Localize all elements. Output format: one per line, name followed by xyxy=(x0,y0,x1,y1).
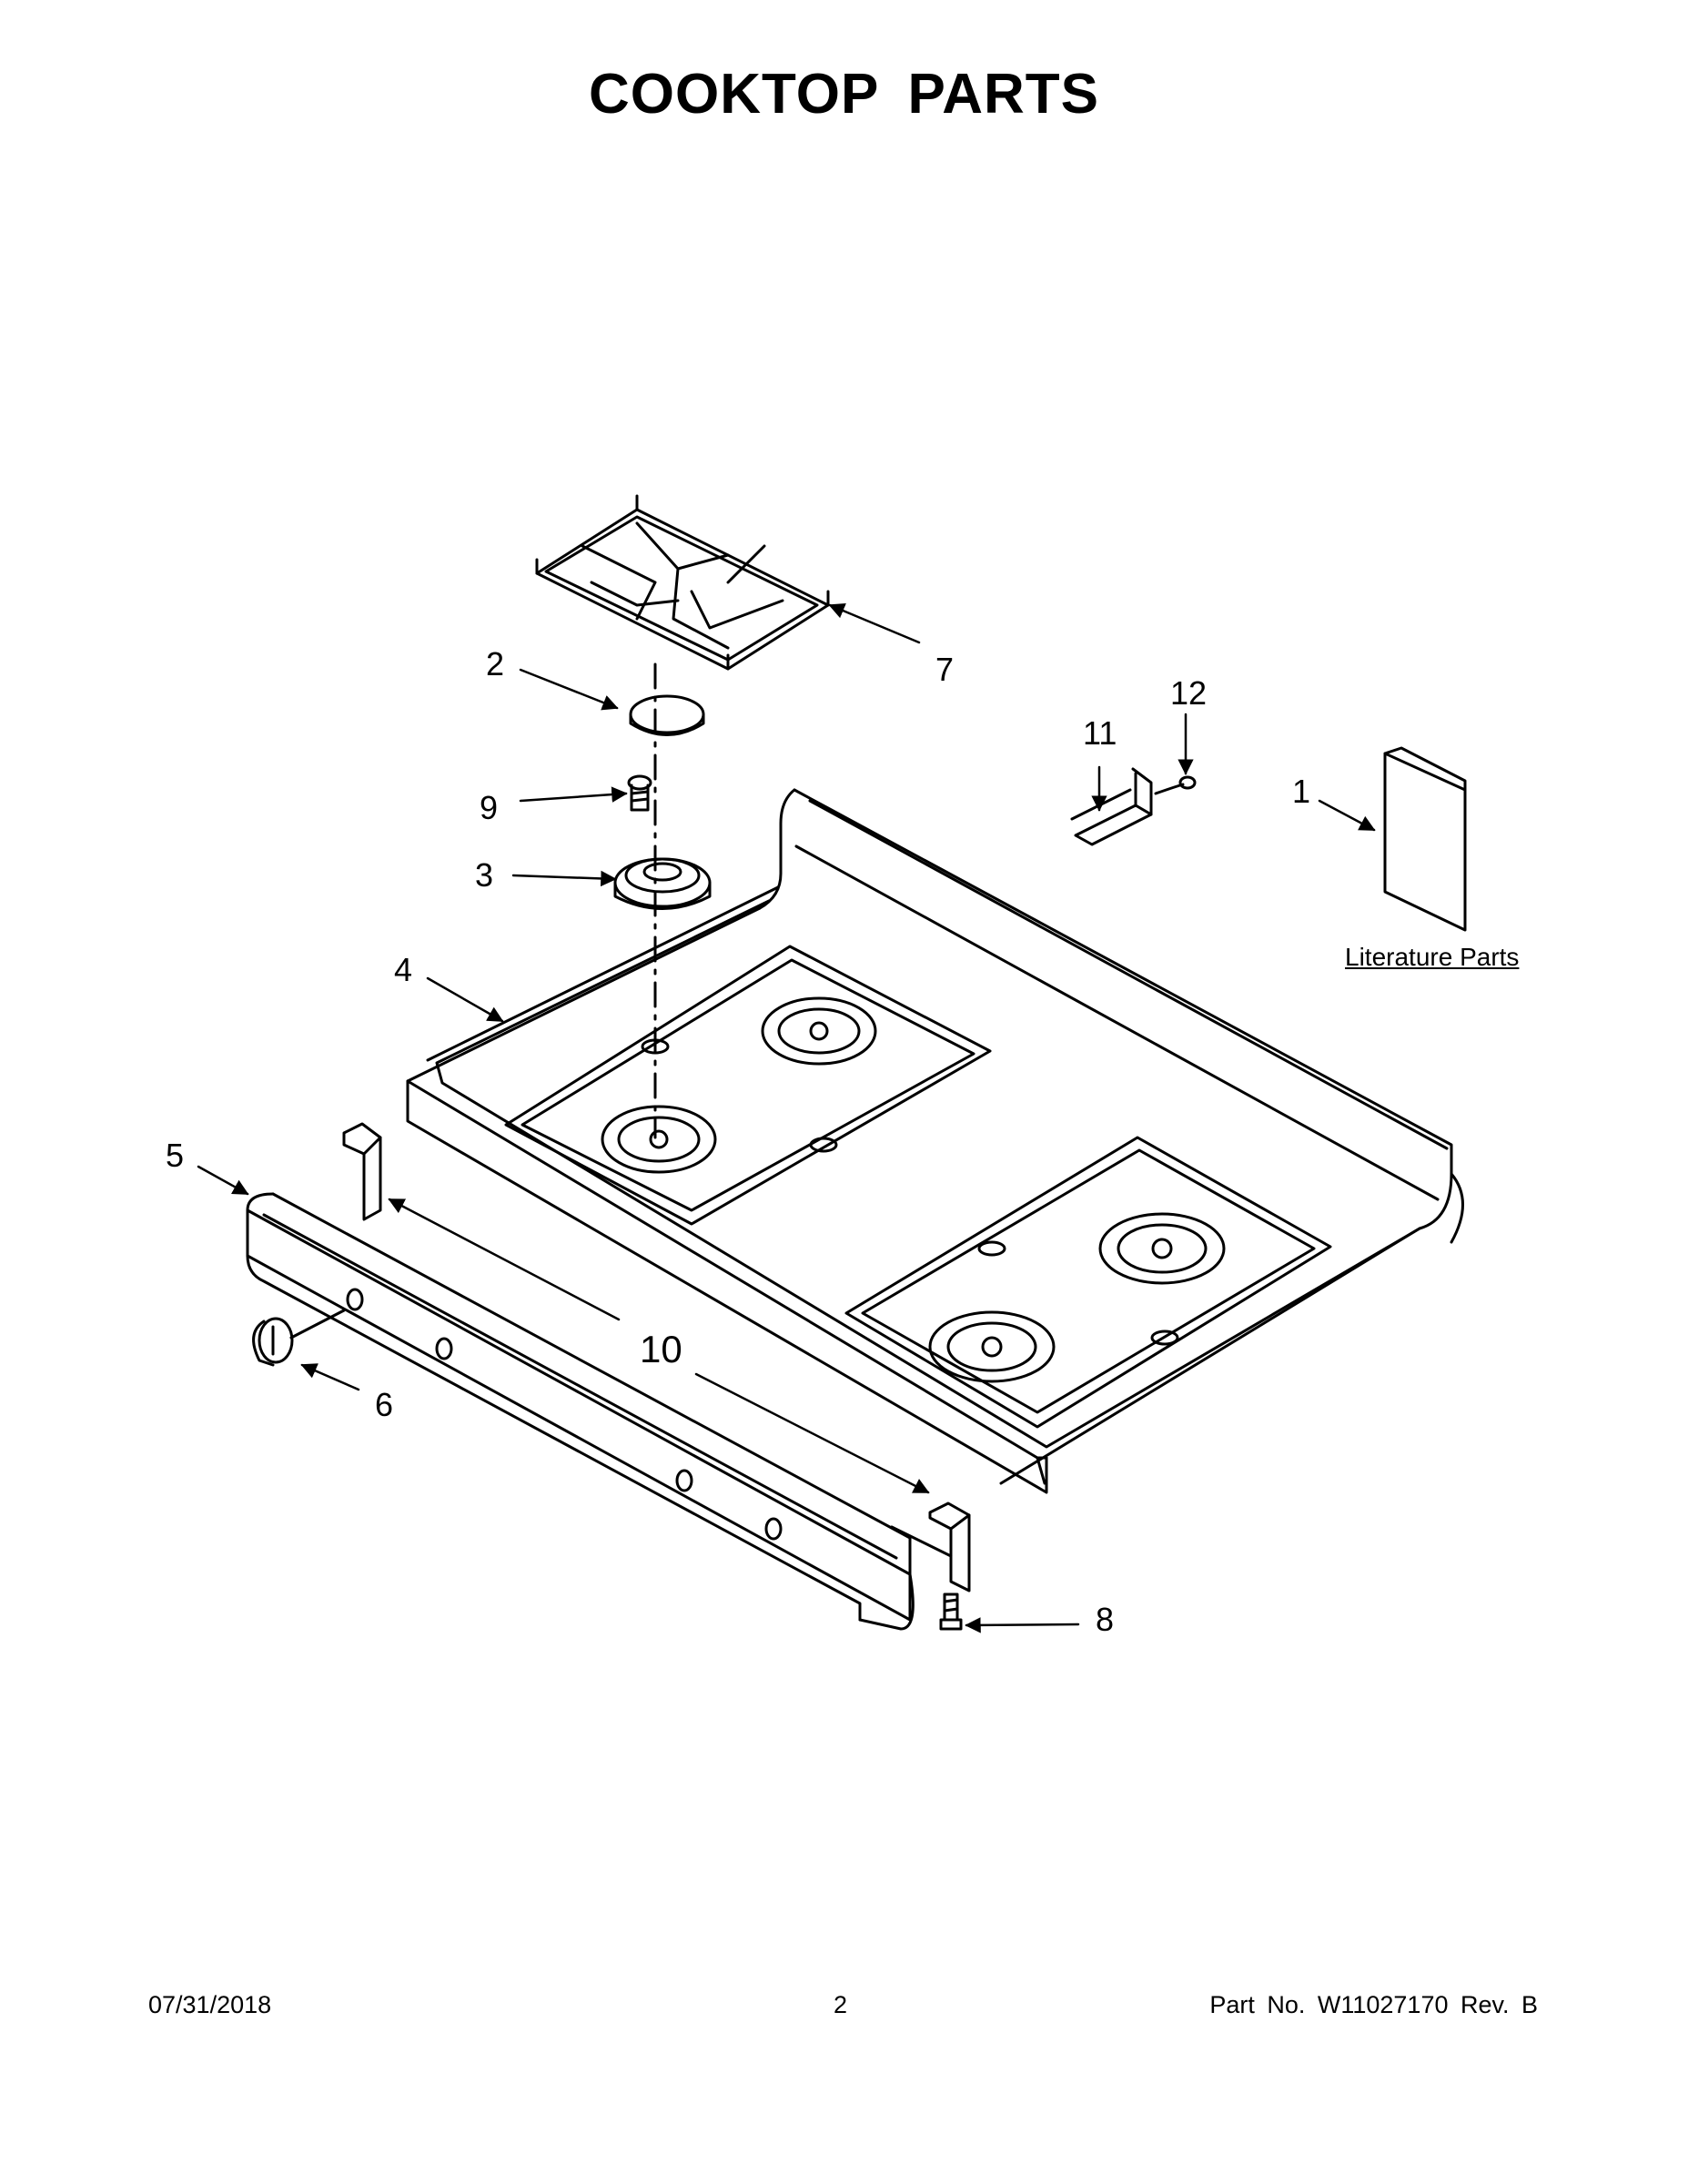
literature-parts-label: Literature Parts xyxy=(1345,943,1520,971)
callout-1: 1 xyxy=(1292,773,1311,810)
ignitor-bracket xyxy=(1070,767,1153,846)
control-knob xyxy=(252,1309,346,1367)
screw-part xyxy=(627,774,652,812)
callout-11: 11 xyxy=(1083,714,1117,752)
screw-bottom xyxy=(939,1592,963,1631)
bracket-right xyxy=(890,1502,971,1592)
burner-base xyxy=(613,857,712,910)
callout-10: 10 xyxy=(640,1328,682,1370)
footer-page-number: 2 xyxy=(834,1991,848,2018)
callout-8: 8 xyxy=(1096,1601,1115,1638)
burner-grate xyxy=(535,494,830,671)
callout-6: 6 xyxy=(375,1386,394,1423)
footer-date: 07/31/2018 xyxy=(148,1991,272,2018)
callout-12: 12 xyxy=(1170,674,1208,712)
callout-7: 7 xyxy=(935,651,955,688)
control-panel xyxy=(246,1192,915,1631)
footer-part-number: Part No. W11027170 Rev. B xyxy=(1209,1991,1538,2018)
burner-rings xyxy=(601,996,1226,1383)
callout-2: 2 xyxy=(486,645,505,682)
cooktop-panel xyxy=(406,788,1464,1494)
leader-lines xyxy=(197,603,1376,1633)
bracket-left xyxy=(342,1122,382,1221)
ignitor-wire xyxy=(1154,775,1197,795)
callout-4: 4 xyxy=(394,951,413,988)
callout-9: 9 xyxy=(480,789,499,826)
burner-cap xyxy=(629,694,705,736)
callout-5: 5 xyxy=(166,1137,185,1174)
literature-booklet xyxy=(1383,746,1467,932)
callout-3: 3 xyxy=(475,856,494,894)
page-title: COOKTOP PARTS xyxy=(589,63,1099,126)
